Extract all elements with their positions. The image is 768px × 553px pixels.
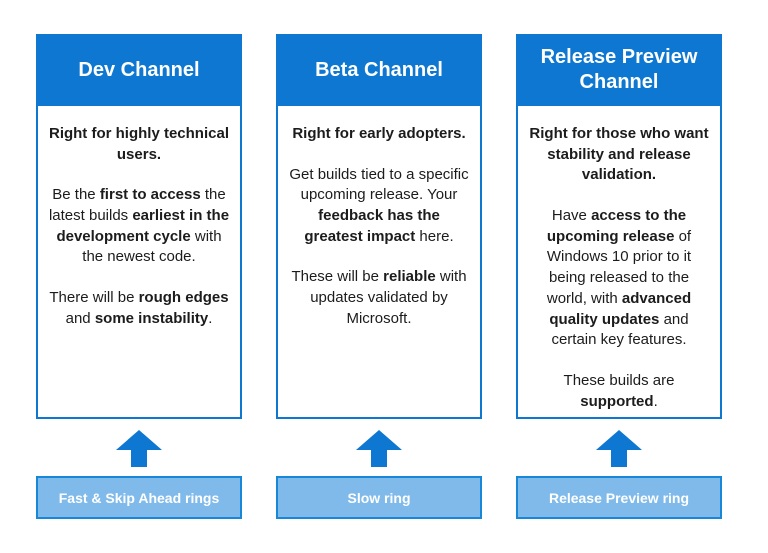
up-arrow-icon [516,422,722,474]
dev-ring-label: Fast & Skip Ahead rings [58,489,220,506]
column-release-preview-channel: Release Preview Channel Right for those … [516,34,722,519]
arrow-head [596,429,642,450]
arrow-head [356,429,402,450]
beta-paragraph-3: These will be reliable with updates vali… [291,268,467,327]
column-dev-channel: Dev Channel Right for highly technical u… [36,34,242,519]
beta-channel-body: Right for early adopters. Get builds tie… [276,106,482,419]
dev-ring-box: Fast & Skip Ahead rings [36,476,242,519]
dev-channel-header: Dev Channel [36,34,242,106]
insider-channels-diagram: Dev Channel Right for highly technical u… [36,34,722,519]
release-preview-ring-box: Release Preview ring [516,476,722,519]
arrow-stem [371,449,387,467]
up-arrow-icon [276,422,482,474]
beta-ring-box: Slow ring [276,476,482,519]
arrow-stem [131,449,147,467]
beta-channel-title: Beta Channel [315,58,443,81]
dev-paragraph-1: Right for highly technical users. [48,125,229,163]
up-arrow-icon [36,422,242,474]
beta-ring-label: Slow ring [347,489,411,506]
release-preview-paragraph-3: These builds are supported. [563,371,675,410]
release-preview-paragraph-1: Right for those who want stability and r… [529,125,709,184]
release-preview-channel-body: Right for those who want stability and r… [516,106,722,419]
release-preview-channel-header: Release Preview Channel [516,34,722,106]
release-preview-channel-title: Release Preview Channel [540,46,698,93]
dev-channel-title: Dev Channel [78,58,200,81]
dev-paragraph-2: Be the first to access the latest builds… [48,186,230,266]
dev-channel-body: Right for highly technical users. Be the… [36,106,242,419]
dev-paragraph-3: There will be rough edges and some insta… [49,289,229,327]
arrow-head [116,429,162,450]
beta-paragraph-1: Right for early adopters. [292,125,466,142]
arrow-stem [611,449,627,467]
release-preview-ring-label: Release Preview ring [548,489,690,506]
release-preview-paragraph-2: Have access to the upcoming release of W… [546,207,692,349]
beta-paragraph-2: Get builds tied to a specific upcoming r… [289,165,469,245]
column-beta-channel: Beta Channel Right for early adopters. G… [276,34,482,519]
beta-channel-header: Beta Channel [276,34,482,106]
